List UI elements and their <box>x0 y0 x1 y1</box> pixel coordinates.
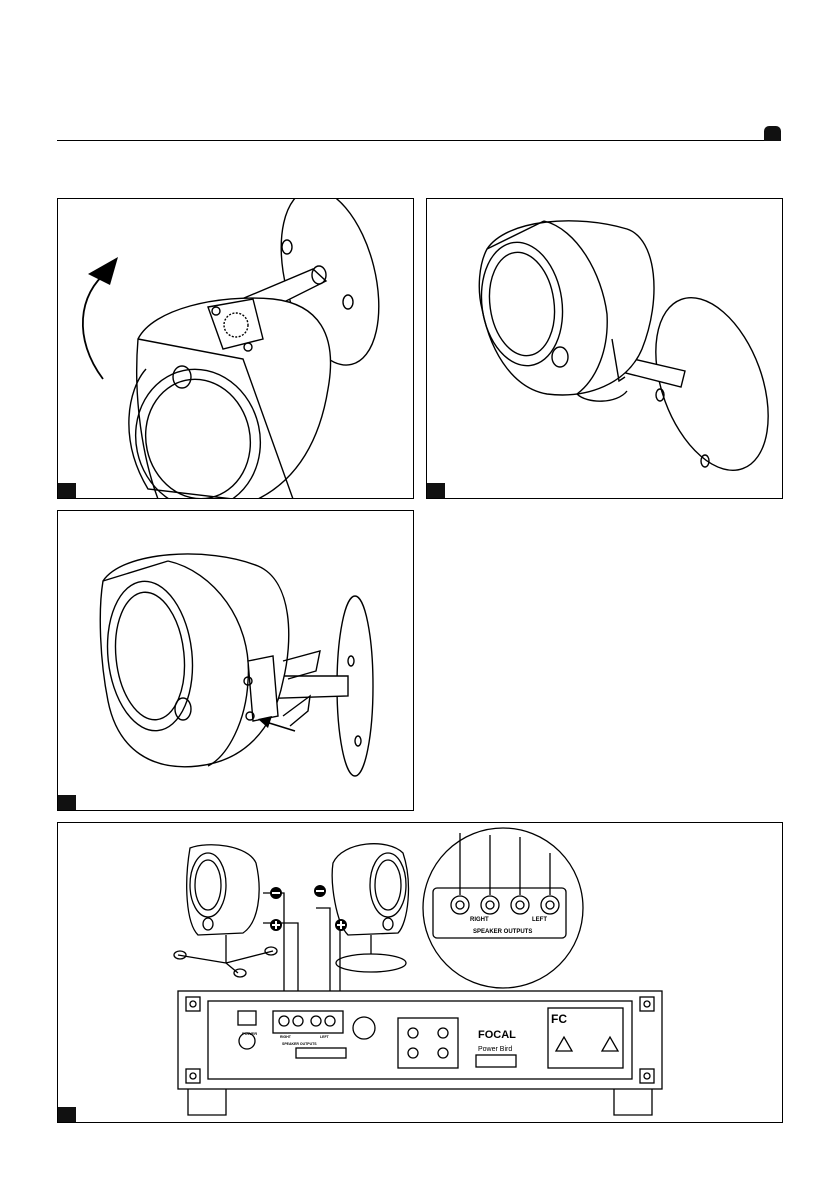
zoom-left-label: LEFT <box>532 917 547 923</box>
figure-panel-4: RIGHT LEFT SPEAKER OUTPUTS POWER RIGHT L… <box>57 822 783 1123</box>
amp-left-label: LEFT <box>320 1035 330 1039</box>
polarity-minus-icon <box>270 885 326 899</box>
amp-model-label: Power Bird <box>478 1046 512 1053</box>
header-rule <box>57 140 781 141</box>
amp-fcc-label: FC <box>551 1012 567 1026</box>
figure-panel-1 <box>57 198 414 499</box>
zoom-speaker-outputs-label: SPEAKER OUTPUTS <box>473 929 532 935</box>
section-tab-icon <box>764 126 781 141</box>
zoom-right-label: RIGHT <box>470 917 489 923</box>
figure-marker-icon <box>427 483 445 498</box>
speaker-tighten-illustration <box>427 199 783 499</box>
wiring-illustration: RIGHT LEFT SPEAKER OUTPUTS POWER RIGHT L… <box>58 823 783 1123</box>
speaker-rotate-illustration <box>58 199 414 499</box>
amp-power-label: POWER <box>242 1031 257 1036</box>
figure-marker-icon <box>58 1107 76 1122</box>
amp-brand-label: FOCAL <box>478 1029 516 1041</box>
figure-panel-3 <box>57 510 414 811</box>
amp-speaker-outputs-label: SPEAKER OUTPUTS <box>282 1042 317 1046</box>
figure-panel-2 <box>426 198 783 499</box>
polarity-plus-icon <box>270 919 347 931</box>
figure-marker-icon <box>58 795 76 810</box>
speaker-bracket-illustration <box>58 511 414 811</box>
amp-right-label: RIGHT <box>280 1035 292 1039</box>
arrow-icon <box>88 257 118 285</box>
figure-marker-icon <box>58 483 76 498</box>
